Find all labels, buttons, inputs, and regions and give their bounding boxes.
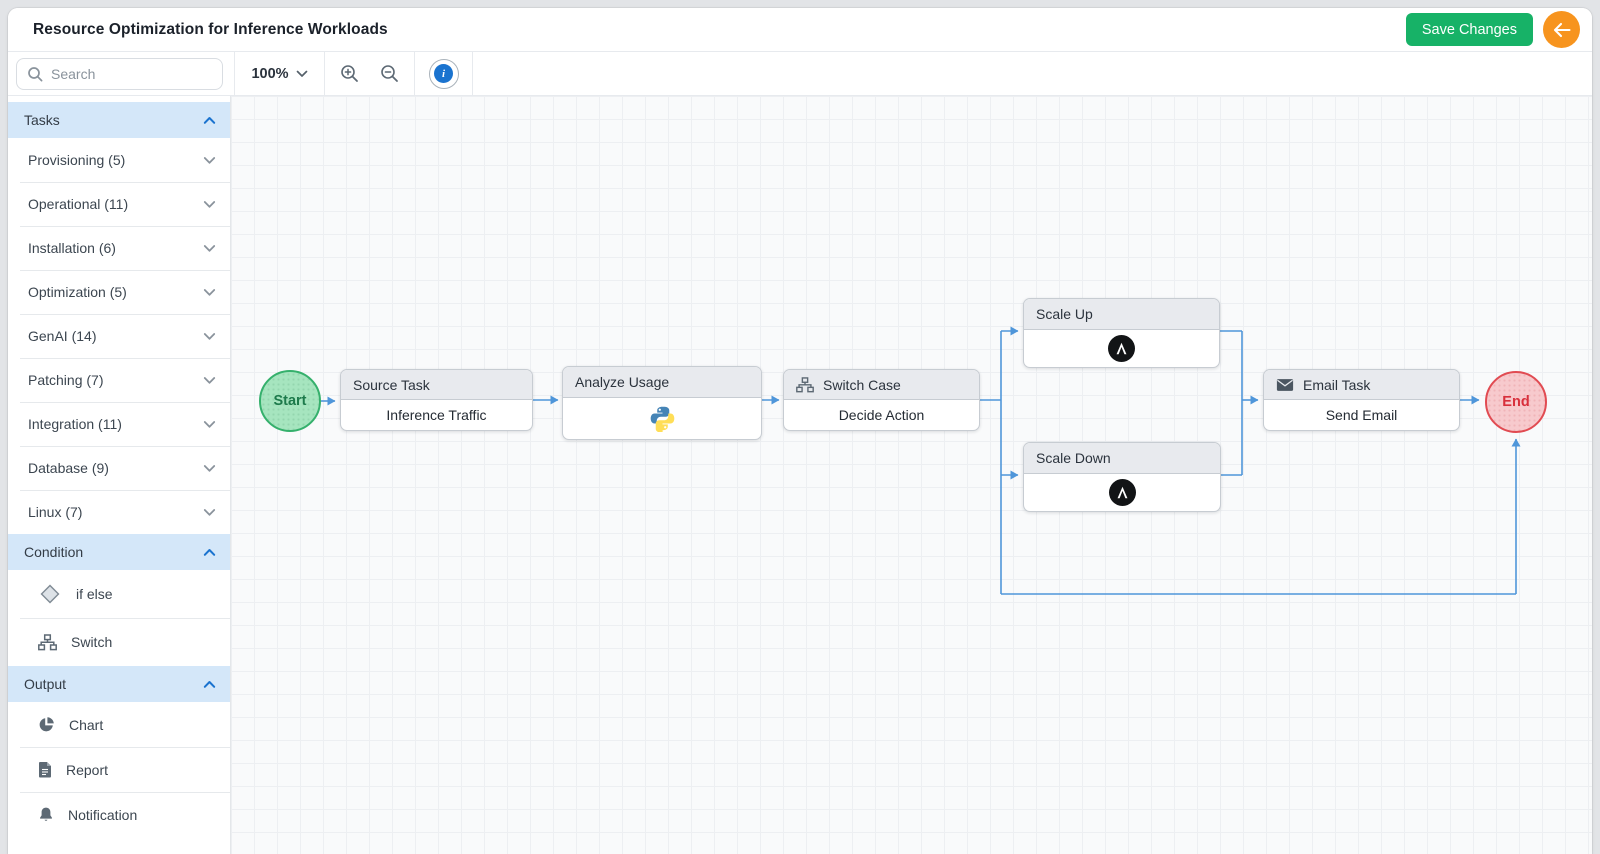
sidebar-item-optimization[interactable]: Optimization (5) (8, 270, 230, 314)
pie-chart-icon (38, 716, 55, 733)
sidebar-item-installation[interactable]: Installation (6) (8, 226, 230, 270)
zoom-out-button[interactable] (378, 62, 401, 85)
search-input[interactable] (51, 65, 201, 82)
chevron-down-icon (203, 156, 216, 165)
sitemap-icon (38, 633, 57, 651)
python-icon (649, 405, 676, 432)
chevron-down-icon (203, 376, 216, 385)
sidebar-item-if-else[interactable]: if else (8, 570, 230, 618)
chevron-down-icon (203, 244, 216, 253)
workflow-canvas[interactable] (231, 96, 1592, 854)
info-icon: i (434, 64, 453, 83)
node-scale-down[interactable]: Scale Down (1023, 442, 1221, 512)
node-body (1024, 330, 1219, 367)
node-switch-case[interactable]: Switch Case Decide Action (783, 369, 980, 431)
sidebar-item-integration[interactable]: Integration (11) (8, 402, 230, 446)
canvas-toolbar: 100% i (8, 52, 1592, 96)
node-body: Send Email (1325, 407, 1398, 423)
sidebar-item-linux[interactable]: Linux (7) (8, 490, 230, 534)
start-node[interactable]: Start (259, 370, 321, 432)
zoom-out-icon (380, 64, 399, 83)
chevron-down-icon (203, 288, 216, 297)
app-window: Resource Optimization for Inference Work… (8, 8, 1592, 854)
chevron-up-icon (203, 548, 216, 557)
save-changes-button[interactable]: Save Changes (1405, 13, 1533, 46)
node-body (1024, 474, 1220, 511)
component-sidebar: Tasks Provisioning (5) Operational (11) … (8, 96, 231, 854)
node-analyze-usage[interactable]: Analyze Usage (562, 366, 762, 440)
zoom-in-icon (340, 64, 359, 83)
start-node-label: Start (273, 393, 307, 409)
sidebar-item-report[interactable]: Report (8, 747, 230, 792)
node-header: Source Task (341, 370, 532, 400)
sidebar-item-genai[interactable]: GenAI (14) (8, 314, 230, 358)
report-icon (38, 761, 52, 778)
chevron-down-icon (203, 508, 216, 517)
end-node[interactable]: End (1485, 371, 1547, 433)
node-title: Switch Case (823, 376, 901, 393)
end-node-label: End (1502, 394, 1530, 410)
sitemap-icon (796, 376, 814, 393)
chevron-down-icon (296, 70, 308, 78)
sidebar-item-chart[interactable]: Chart (8, 702, 230, 747)
bell-icon (38, 806, 54, 823)
email-icon (1276, 378, 1294, 392)
diamond-icon (38, 582, 62, 606)
top-header: Resource Optimization for Inference Work… (8, 8, 1592, 52)
node-email-task[interactable]: Email Task Send Email (1263, 369, 1460, 431)
node-header: Analyze Usage (563, 367, 761, 398)
node-header: Email Task (1264, 370, 1459, 400)
zoom-in-button[interactable] (338, 62, 361, 85)
chevron-down-icon (203, 464, 216, 473)
chevron-up-icon (203, 680, 216, 689)
sidebar-item-operational[interactable]: Operational (11) (8, 182, 230, 226)
node-title: Source Task (353, 376, 430, 393)
zoom-level-value: 100% (251, 65, 289, 82)
search-icon (27, 66, 43, 82)
arrow-left-icon (1552, 22, 1572, 38)
node-body: Inference Traffic (386, 407, 487, 423)
sidebar-item-patching[interactable]: Patching (7) (8, 358, 230, 402)
node-header: Scale Up (1024, 299, 1219, 330)
node-source-task[interactable]: Source Task Inference Traffic (340, 369, 533, 431)
page-title: Resource Optimization for Inference Work… (33, 20, 388, 38)
sidebar-section-tasks[interactable]: Tasks (8, 102, 230, 138)
node-title: Email Task (1303, 376, 1371, 393)
sidebar-section-condition[interactable]: Condition (8, 534, 230, 570)
search-input-wrapper (16, 57, 223, 90)
sidebar-item-database[interactable]: Database (9) (8, 446, 230, 490)
node-header: Switch Case (784, 370, 979, 400)
chevron-down-icon (203, 200, 216, 209)
chevron-down-icon (203, 332, 216, 341)
sidebar-section-output[interactable]: Output (8, 666, 230, 702)
node-body (563, 398, 761, 439)
node-title: Analyze Usage (575, 374, 670, 390)
chevron-down-icon (203, 420, 216, 429)
node-header: Scale Down (1024, 443, 1220, 474)
back-button[interactable] (1543, 11, 1580, 48)
sidebar-item-notification[interactable]: Notification (8, 792, 230, 837)
chevron-up-icon (203, 116, 216, 125)
node-title: Scale Down (1036, 450, 1111, 466)
ansible-icon (1108, 479, 1136, 506)
sidebar-item-switch[interactable]: Switch (8, 618, 230, 666)
sidebar-item-provisioning[interactable]: Provisioning (5) (8, 138, 230, 182)
node-scale-up[interactable]: Scale Up (1023, 298, 1220, 368)
node-title: Scale Up (1036, 306, 1093, 322)
ansible-icon (1108, 335, 1135, 362)
node-body: Decide Action (838, 407, 925, 423)
flow-layer: Start Source Task Inference Traffic Anal… (8, 8, 1592, 854)
info-button[interactable]: i (428, 58, 459, 89)
zoom-level-dropdown[interactable]: 100% (235, 52, 325, 95)
